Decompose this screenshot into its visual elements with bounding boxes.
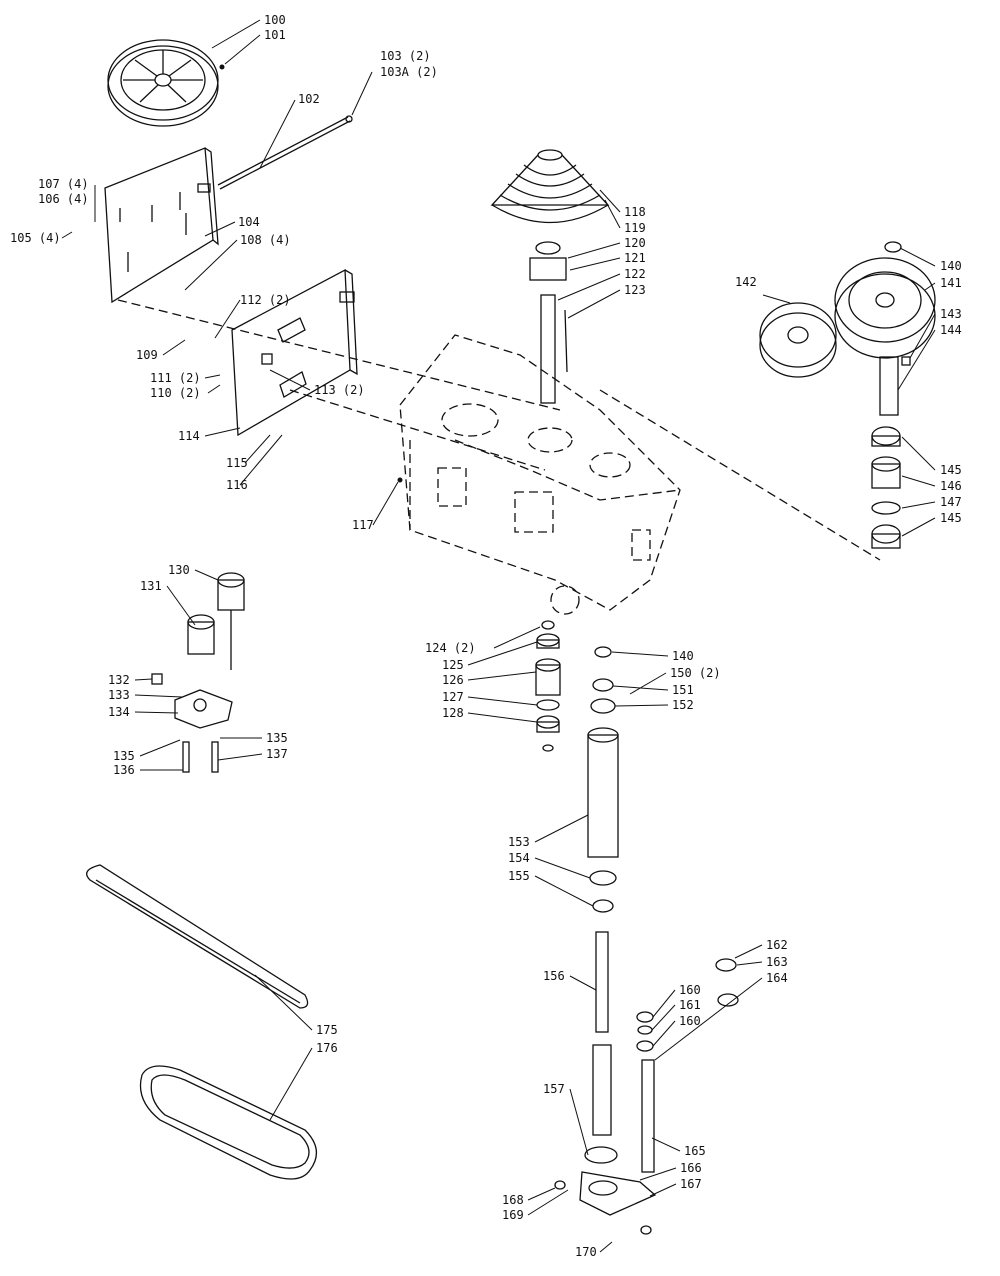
shaft-rod bbox=[217, 115, 353, 190]
label-118: 118 bbox=[624, 205, 646, 219]
motor-pulley bbox=[107, 39, 219, 127]
mounting-bracket-plate bbox=[231, 268, 358, 437]
label-176: 176 bbox=[316, 1041, 338, 1055]
label-175: 175 bbox=[316, 1023, 338, 1037]
label-107: 107 (4) bbox=[38, 177, 89, 191]
label-115: 115 bbox=[226, 456, 248, 470]
label-110: 110 (2) bbox=[150, 386, 201, 400]
label-157: 157 bbox=[543, 1082, 565, 1096]
drive-belt-flat bbox=[139, 1065, 317, 1180]
label-168: 168 bbox=[502, 1193, 524, 1207]
label-103a: 103A (2) bbox=[380, 65, 438, 79]
spindle bbox=[584, 931, 618, 1164]
label-117: 117 bbox=[352, 518, 374, 532]
label-104: 104 bbox=[238, 215, 260, 229]
label-142: 142 bbox=[735, 275, 757, 289]
label-162: 162 bbox=[766, 938, 788, 952]
label-167: 167 bbox=[680, 1177, 702, 1191]
spindle-sleeve-and-shaft bbox=[529, 241, 568, 404]
label-153: 153 bbox=[508, 835, 530, 849]
label-135b: 135 bbox=[113, 749, 135, 763]
label-114: 114 bbox=[178, 429, 200, 443]
spindle-step-pulley bbox=[490, 149, 610, 224]
label-131: 131 bbox=[140, 579, 162, 593]
belt-tension-assembly bbox=[151, 572, 245, 773]
label-125: 125 bbox=[442, 658, 464, 672]
label-101: 101 bbox=[264, 28, 286, 42]
label-152: 152 bbox=[672, 698, 694, 712]
label-126: 126 bbox=[442, 673, 464, 687]
label-161: 161 bbox=[679, 998, 701, 1012]
label-123: 123 bbox=[624, 283, 646, 297]
drive-belt-v bbox=[86, 864, 309, 1009]
label-163: 163 bbox=[766, 955, 788, 969]
head-casting bbox=[399, 334, 681, 615]
label-133: 133 bbox=[108, 688, 130, 702]
label-113: 113 (2) bbox=[314, 383, 365, 397]
leader-lines bbox=[61, 19, 936, 1253]
label-143: 143 bbox=[940, 307, 962, 321]
label-112: 112 (2) bbox=[240, 293, 291, 307]
label-141: 141 bbox=[940, 276, 962, 290]
label-108: 108 (4) bbox=[240, 233, 291, 247]
label-127: 127 bbox=[442, 690, 464, 704]
label-155: 155 bbox=[508, 869, 530, 883]
label-137: 137 bbox=[266, 747, 288, 761]
label-105: 105 (4) bbox=[10, 231, 61, 245]
label-106: 106 (4) bbox=[38, 192, 89, 206]
label-147: 147 bbox=[940, 495, 962, 509]
label-109: 109 bbox=[136, 348, 158, 362]
motor-bracket-plate bbox=[104, 147, 219, 304]
label-151: 151 bbox=[672, 683, 694, 697]
feed-shaft-parts bbox=[554, 958, 739, 1235]
label-154: 154 bbox=[508, 851, 530, 865]
label-134: 134 bbox=[108, 705, 130, 719]
label-166: 166 bbox=[680, 1161, 702, 1175]
quill-assembly bbox=[587, 646, 619, 913]
label-116: 116 bbox=[226, 478, 248, 492]
label-160a: 160 bbox=[679, 983, 701, 997]
label-128: 128 bbox=[442, 706, 464, 720]
label-146: 146 bbox=[940, 479, 962, 493]
label-103: 103 (2) bbox=[380, 49, 431, 63]
label-169: 169 bbox=[502, 1208, 524, 1222]
label-120: 120 bbox=[624, 236, 646, 250]
label-130: 130 bbox=[168, 563, 190, 577]
label-100: 100 bbox=[264, 13, 286, 27]
idler-pulley-assembly bbox=[759, 241, 936, 378]
label-121: 121 bbox=[624, 251, 646, 265]
label-160b: 160 bbox=[679, 1014, 701, 1028]
label-140a: 140 bbox=[940, 259, 962, 273]
label-150: 150 (2) bbox=[670, 666, 721, 680]
label-135a: 135 bbox=[266, 731, 288, 745]
label-140b: 140 bbox=[672, 649, 694, 663]
quill-bearing-stack bbox=[535, 620, 561, 752]
label-122: 122 bbox=[624, 267, 646, 281]
label-145b: 145 bbox=[940, 511, 962, 525]
label-156: 156 bbox=[543, 969, 565, 983]
label-111: 111 (2) bbox=[150, 371, 201, 385]
label-170: 170 bbox=[575, 1245, 597, 1259]
label-102: 102 bbox=[298, 92, 320, 106]
label-164: 164 bbox=[766, 971, 788, 985]
idler-shaft-and-bearings bbox=[871, 356, 911, 549]
label-124: 124 (2) bbox=[425, 641, 476, 655]
part-labels: 100 101 102 103 (2) 103A (2) 104 105 (4)… bbox=[10, 13, 962, 1259]
label-144: 144 bbox=[940, 323, 962, 337]
label-136: 136 bbox=[113, 763, 135, 777]
label-119: 119 bbox=[624, 221, 646, 235]
label-165: 165 bbox=[684, 1144, 706, 1158]
label-132: 132 bbox=[108, 673, 130, 687]
label-145a: 145 bbox=[940, 463, 962, 477]
